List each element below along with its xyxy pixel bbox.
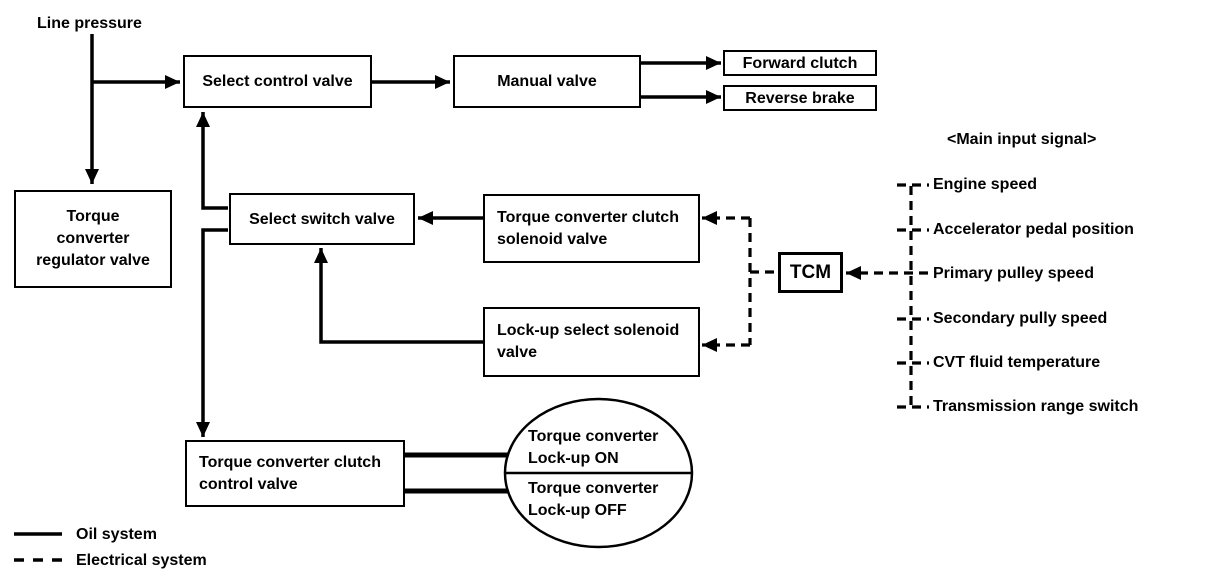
node-label: Lock-up select solenoid: [497, 322, 680, 339]
node-manual-valve: Manual valve: [453, 55, 641, 108]
legend-electrical-system-label: Electrical system: [76, 552, 207, 569]
node-label: Torque converter: [528, 428, 659, 445]
lockup-off-label: Torque converter Lock-up OFF: [528, 478, 658, 522]
node-label: Lock-up ON: [528, 450, 619, 467]
node-label: solenoid valve: [497, 230, 608, 248]
node-label: Torque converter clutch: [497, 208, 679, 226]
legend-oil-system-label: Oil system: [76, 526, 157, 543]
lockup-on-label: Torque converter Lock-up ON: [528, 426, 658, 470]
electrical-system-lines: [702, 183, 929, 409]
input-signal-cvt-fluid-temperature: CVT fluid temperature: [933, 354, 1101, 371]
node-label: Forward clutch: [742, 54, 858, 72]
node-torque-converter-regulator-valve: Torque converter regulator valve: [14, 190, 172, 288]
node-label: Torque converter clutch: [199, 453, 381, 471]
node-lock-up-select-solenoid-valve: Lock-up select solenoid valve: [483, 307, 700, 377]
node-label: Select switch valve: [249, 210, 395, 228]
node-label: control valve: [199, 475, 298, 493]
node-label: valve: [497, 344, 538, 361]
node-label: Torque: [66, 208, 120, 225]
input-signal-engine-speed: Engine speed: [933, 176, 1038, 193]
node-label: Reverse brake: [745, 89, 855, 107]
input-signal-accelerator-pedal-position: Accelerator pedal position: [933, 221, 1134, 238]
input-signal-secondary-pully-speed: Secondary pully speed: [933, 310, 1108, 327]
input-signal-primary-pulley-speed: Primary pulley speed: [933, 265, 1094, 282]
node-forward-clutch: Forward clutch: [723, 50, 877, 76]
node-label: Lock-up OFF: [528, 502, 627, 519]
node-label: regulator valve: [36, 252, 150, 269]
node-torque-converter-clutch-control-valve: Torque converter clutch control valve: [185, 440, 405, 507]
node-label: converter: [56, 230, 130, 247]
node-reverse-brake: Reverse brake: [723, 85, 877, 111]
main-input-signal-title: <Main input signal>: [947, 131, 1097, 148]
input-signal-transmission-range-switch: Transmission range switch: [933, 398, 1139, 415]
node-label: Manual valve: [497, 73, 597, 90]
node-torque-converter-clutch-solenoid-valve: Torque converter clutch solenoid valve: [483, 194, 700, 263]
node-select-switch-valve: Select switch valve: [229, 193, 415, 245]
lockup-state-ellipse: [503, 397, 694, 549]
line-pressure-label: Line pressure: [37, 15, 142, 32]
node-tcm: TCM: [778, 252, 843, 293]
node-label: TCM: [789, 262, 832, 283]
oil-system-lines: [85, 34, 721, 494]
legend-line-samples: [14, 532, 62, 562]
node-select-control-valve: Select control valve: [183, 55, 372, 108]
node-label: Select control valve: [202, 73, 353, 90]
node-label: Torque converter: [528, 480, 659, 497]
